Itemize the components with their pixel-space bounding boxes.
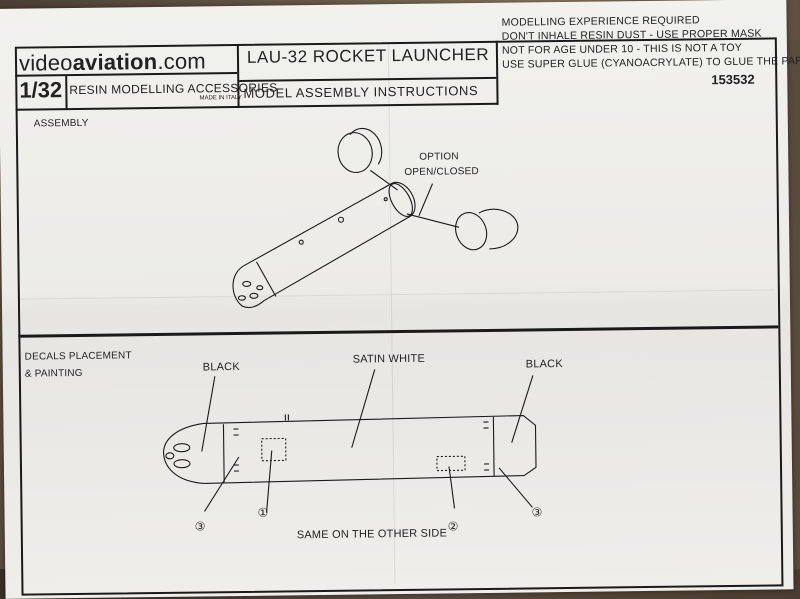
header-divider-scale [65,76,68,111]
decal-1-marking [261,437,287,462]
page-title: LAU-32 ROCKET LAUNCHER [246,44,490,67]
callout-2: ② [447,519,459,534]
rear-cap-part [455,212,488,251]
decals-footer-note: SAME ON THE OTHER SIDE [296,527,448,542]
side-view-drawing [163,369,537,513]
assembly-heading: ASSEMBLY [33,117,89,130]
brand-logo: videoaviation.com [18,48,206,76]
decal-2-marking [436,455,466,472]
launcher-side-nose [163,422,205,484]
callout-1: ① [257,505,269,520]
launcher-side-outline [203,414,537,484]
callout-3-right: ③ [531,505,543,520]
scale-label: 1/32 [19,77,63,103]
decals-heading: DECALS PLACEMENT [24,350,132,363]
launcher-rear-opening [388,183,413,217]
product-code: 153532 [711,71,755,88]
launcher-body-outline [243,181,416,302]
warning-line: MODELLING EXPERIENCE REQUIRED [501,14,700,29]
page-subtitle: MODEL ASSEMBLY INSTRUCTIONS [243,83,479,101]
callout-3-left: ③ [194,519,206,534]
decals-heading-line2: & PAINTING [24,367,83,380]
launcher-nose [232,265,265,309]
front-cap-part [337,132,373,174]
made-in-label: MADE IN ITALY [199,94,242,102]
assembly-drawing [232,127,519,309]
satin-white-label: SATIN WHITE [352,352,426,366]
